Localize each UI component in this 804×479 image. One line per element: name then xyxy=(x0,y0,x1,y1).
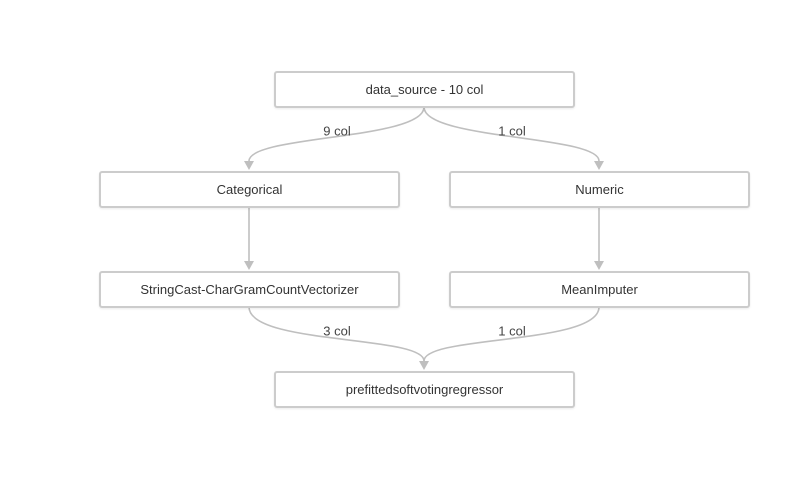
node-categorical[interactable]: Categorical xyxy=(99,171,400,208)
node-imputer-label: MeanImputer xyxy=(561,282,638,297)
node-vectorizer-label: StringCast-CharGramCountVectorizer xyxy=(140,282,359,297)
edge-label-imputer-regressor: 1 col xyxy=(498,323,526,339)
node-numeric-label: Numeric xyxy=(575,182,624,197)
node-imputer[interactable]: MeanImputer xyxy=(449,271,750,308)
edge-vectorizer-regressor xyxy=(248,306,425,362)
node-data-source-label: data_source - 10 col xyxy=(365,82,484,97)
node-numeric[interactable]: Numeric xyxy=(449,171,750,208)
edge-label-source-categorical: 9 col xyxy=(323,123,351,139)
arrow-head-vectorizer xyxy=(244,261,254,270)
edge-source-categorical xyxy=(248,106,425,162)
arrow-head-imputer xyxy=(594,261,604,270)
edge-label-vectorizer-regressor: 3 col xyxy=(323,323,351,339)
node-vectorizer[interactable]: StringCast-CharGramCountVectorizer xyxy=(99,271,400,308)
node-regressor-label: prefittedsoftvotingregressor xyxy=(345,382,504,397)
edge-label-source-numeric: 1 col xyxy=(498,123,526,139)
arrow-head-regressor xyxy=(419,361,429,370)
arrow-head-numeric xyxy=(594,161,604,170)
arrow-head-categorical xyxy=(244,161,254,170)
edge-imputer-regressor xyxy=(423,306,600,362)
node-categorical-label: Categorical xyxy=(216,182,283,197)
node-regressor[interactable]: prefittedsoftvotingregressor xyxy=(274,371,575,408)
node-data-source[interactable]: data_source - 10 col xyxy=(274,71,575,108)
edge-source-numeric xyxy=(423,106,600,162)
